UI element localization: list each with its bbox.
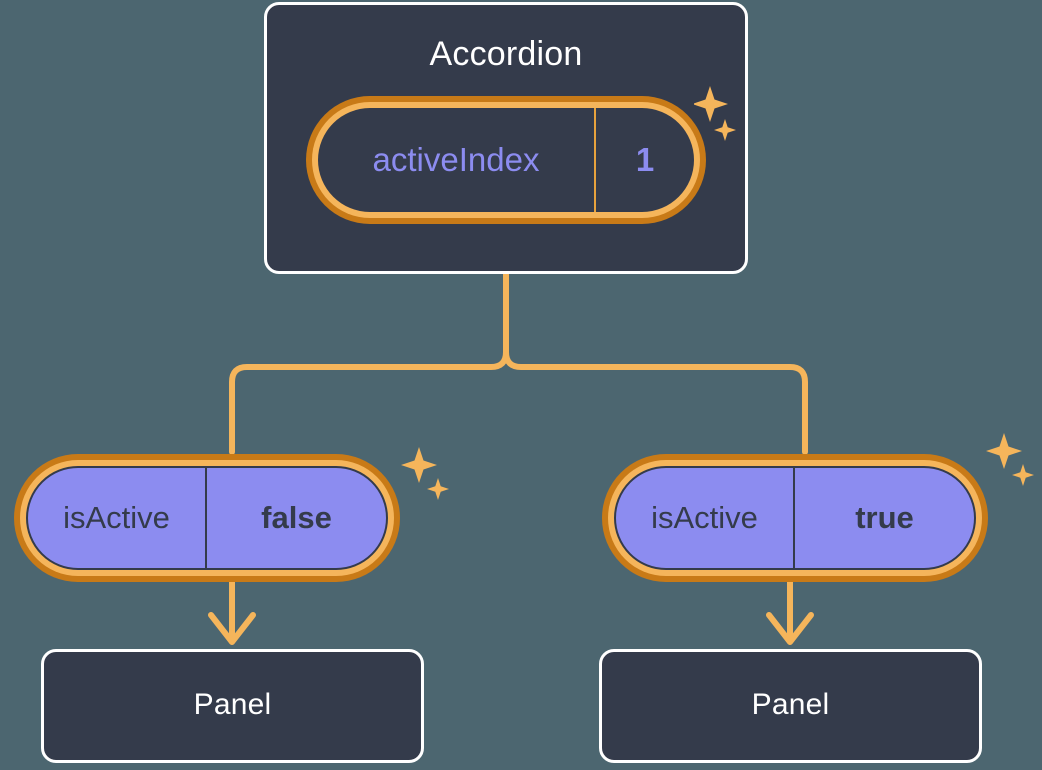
panel-title-left: Panel — [193, 688, 272, 721]
arrow-head-right — [766, 612, 814, 645]
state-key-is-active-right: isActive — [616, 468, 795, 568]
pill-ring: activeIndex 1 — [312, 102, 700, 218]
connector-right — [503, 271, 808, 455]
arrow-head-left — [208, 612, 256, 645]
panel-title-right: Panel — [751, 688, 830, 721]
accordion-title: Accordion — [429, 35, 583, 73]
state-key-active-index: activeIndex — [318, 108, 596, 212]
state-pill-is-active-left[interactable]: isActive false — [14, 454, 400, 582]
sparkle-icon — [401, 447, 449, 500]
sparkle-icon — [986, 433, 1034, 486]
panel-component-right[interactable]: Panel — [599, 649, 982, 763]
pill-ring: isActive true — [608, 460, 982, 576]
panel-component-left[interactable]: Panel — [41, 649, 424, 763]
state-pill-active-index[interactable]: activeIndex 1 — [306, 96, 706, 224]
pill-ring: isActive false — [20, 460, 394, 576]
pill-body: isActive false — [26, 466, 388, 570]
pill-body: isActive true — [614, 466, 976, 570]
state-value-is-active-right: true — [855, 500, 914, 535]
state-value-is-active-left: false — [261, 500, 332, 535]
pill-body: activeIndex 1 — [318, 108, 694, 212]
state-value-active-index: 1 — [635, 141, 655, 178]
state-key-is-active-left: isActive — [28, 468, 207, 568]
state-pill-is-active-right[interactable]: isActive true — [602, 454, 988, 582]
connector-left — [229, 271, 509, 455]
